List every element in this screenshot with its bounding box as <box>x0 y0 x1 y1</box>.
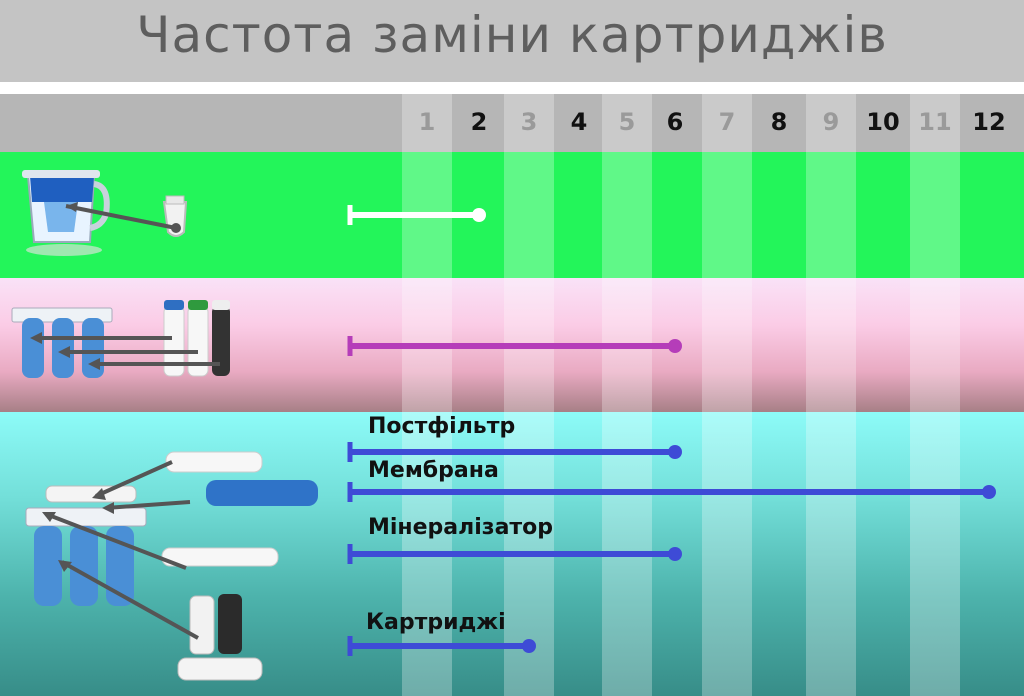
series-label-cartridges: Картриджі <box>366 610 506 635</box>
month-tick-label: 3 <box>520 108 538 136</box>
month-tick-label: 11 <box>918 108 952 136</box>
month-tick-label: 6 <box>666 108 684 136</box>
bar-three_stage-1 <box>347 336 682 356</box>
month-stripe <box>910 94 960 696</box>
month-header-band <box>0 94 1024 152</box>
month-stripe <box>602 94 652 696</box>
reverse-osmosis-system-icon <box>25 451 318 681</box>
month-stripe <box>702 94 752 696</box>
bar-ro-3 <box>347 482 996 502</box>
month-tick-label: 1 <box>418 108 436 136</box>
month-tick-label: 4 <box>570 108 588 136</box>
month-tick-label: 5 <box>618 108 636 136</box>
month-tick-label: 2 <box>470 108 488 136</box>
month-tick-label: 12 <box>972 108 1006 136</box>
bar-ro-2 <box>347 442 682 462</box>
title-bar: Частота заміни картриджів <box>0 0 1024 82</box>
chart-title: Частота заміни картриджів <box>136 6 888 64</box>
bar-ro-5 <box>347 636 536 656</box>
series-label-membrane: Мембрана <box>368 458 499 483</box>
month-stripe <box>806 94 856 696</box>
month-tick-label: 7 <box>718 108 736 136</box>
month-stripe <box>402 94 452 696</box>
series-label-mineralizer: Мінералізатор <box>368 515 554 540</box>
series-label-postfilter: Постфільтр <box>368 414 516 439</box>
month-stripe <box>504 94 554 696</box>
bar-ro-4 <box>347 544 682 564</box>
bar-pitcher-0 <box>347 205 486 225</box>
three-stage-filter-icon <box>11 300 230 378</box>
month-tick-label: 9 <box>822 108 840 136</box>
water-pitcher-filter-icon <box>22 170 188 256</box>
month-tick-label: 8 <box>770 108 788 136</box>
month-tick-label: 10 <box>866 108 900 136</box>
